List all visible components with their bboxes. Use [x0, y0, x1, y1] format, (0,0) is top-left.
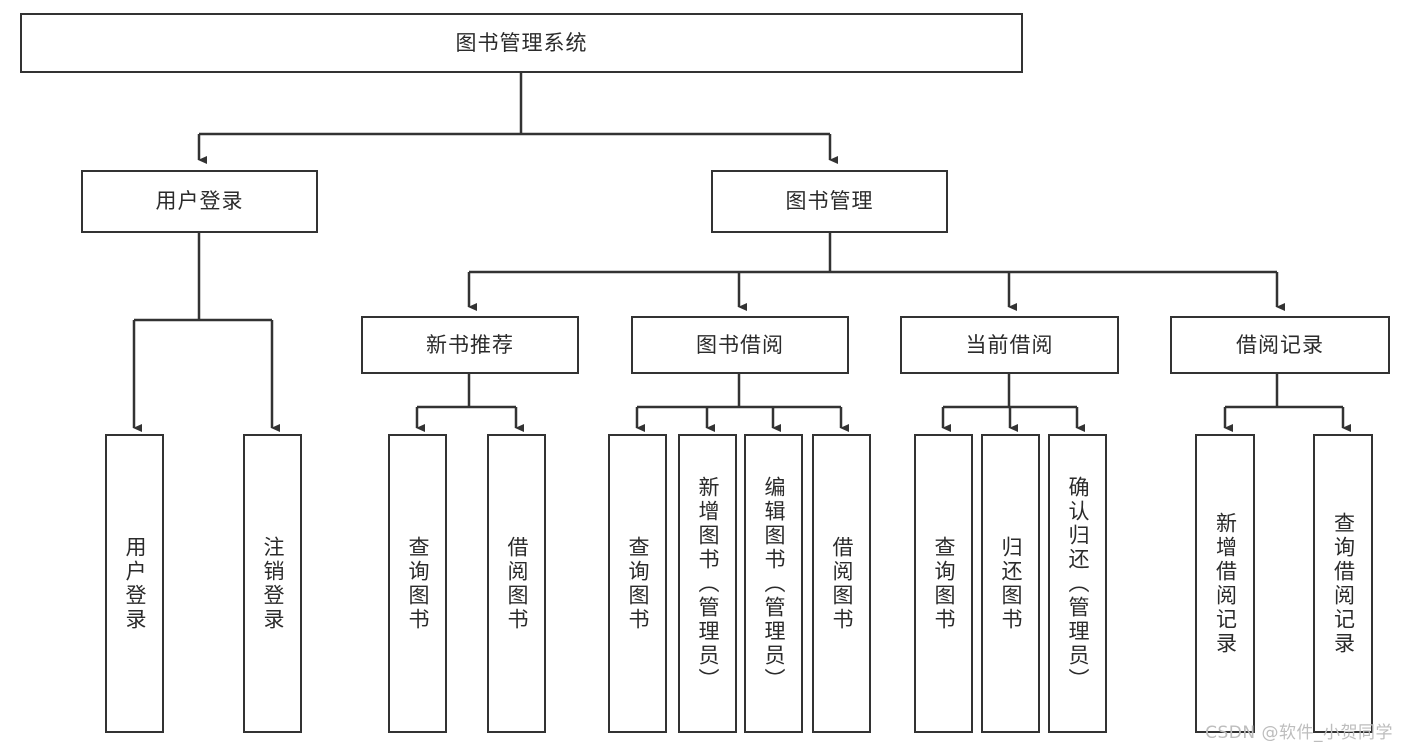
node-leaf-user-logout[interactable]: 注销登录: [243, 434, 302, 733]
node-leaf-borrow-book-1-label: 借阅图书: [505, 535, 529, 632]
node-leaf-query-record-label: 查询借阅记录: [1331, 511, 1356, 656]
node-leaf-query-record[interactable]: 查询借阅记录: [1313, 434, 1373, 733]
node-new-book-rec-label: 新书推荐: [426, 332, 514, 357]
node-leaf-query-book-2[interactable]: 查询图书: [608, 434, 667, 733]
node-leaf-edit-book-label: 编辑图书（管理员）: [762, 475, 786, 692]
node-user-login-label: 用户登录: [155, 189, 244, 214]
node-leaf-user-login-label: 用户登录: [123, 535, 147, 632]
node-leaf-confirm-return[interactable]: 确认归还（管理员）: [1048, 434, 1107, 733]
node-leaf-query-book-1-label: 查询图书: [406, 535, 430, 632]
node-book-borrow[interactable]: 图书借阅: [631, 316, 849, 374]
node-borrow-record-label: 借阅记录: [1236, 332, 1324, 357]
node-leaf-add-book[interactable]: 新增图书（管理员）: [678, 434, 737, 733]
node-current-borrow[interactable]: 当前借阅: [900, 316, 1119, 374]
node-borrow-record[interactable]: 借阅记录: [1170, 316, 1390, 374]
node-current-borrow-label: 当前借阅: [965, 332, 1054, 357]
node-leaf-add-record[interactable]: 新增借阅记录: [1195, 434, 1255, 733]
node-leaf-query-book-3[interactable]: 查询图书: [914, 434, 973, 733]
node-leaf-return-book[interactable]: 归还图书: [981, 434, 1040, 733]
node-leaf-return-book-label: 归还图书: [999, 535, 1023, 632]
node-user-login[interactable]: 用户登录: [81, 170, 318, 233]
node-root[interactable]: 图书管理系统: [20, 13, 1023, 73]
node-leaf-add-record-label: 新增借阅记录: [1213, 511, 1238, 656]
node-leaf-query-book-3-label: 查询图书: [932, 535, 956, 632]
node-leaf-borrow-book-2[interactable]: 借阅图书: [812, 434, 871, 733]
node-leaf-user-logout-label: 注销登录: [261, 535, 285, 632]
node-book-borrow-label: 图书借阅: [696, 332, 784, 357]
node-book-manage[interactable]: 图书管理: [711, 170, 948, 233]
node-leaf-user-login[interactable]: 用户登录: [105, 434, 164, 733]
node-leaf-confirm-return-label: 确认归还（管理员）: [1066, 475, 1090, 692]
node-leaf-query-book-1[interactable]: 查询图书: [388, 434, 447, 733]
node-leaf-query-book-2-label: 查询图书: [626, 535, 650, 632]
node-book-manage-label: 图书管理: [785, 189, 874, 214]
node-leaf-borrow-book-2-label: 借阅图书: [830, 535, 854, 632]
node-leaf-edit-book[interactable]: 编辑图书（管理员）: [744, 434, 803, 733]
csdn-watermark: CSDN @软件_小贺同学: [1205, 723, 1393, 743]
node-root-label: 图书管理系统: [455, 30, 588, 55]
node-leaf-borrow-book-1[interactable]: 借阅图书: [487, 434, 546, 733]
node-new-book-rec[interactable]: 新书推荐: [361, 316, 579, 374]
node-leaf-add-book-label: 新增图书（管理员）: [696, 475, 720, 692]
